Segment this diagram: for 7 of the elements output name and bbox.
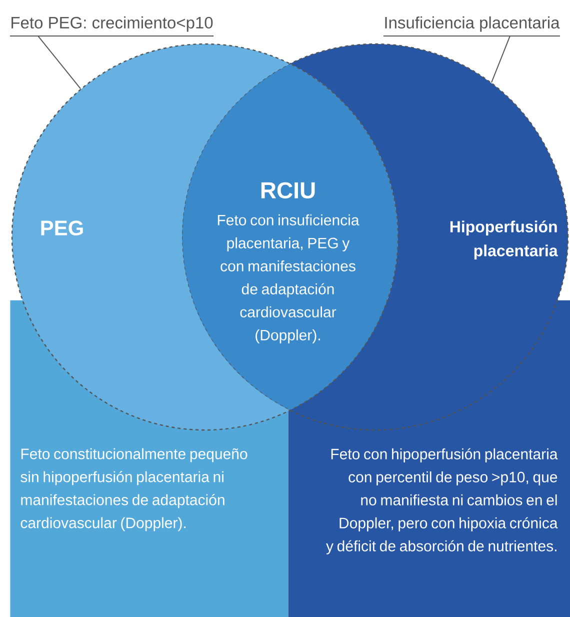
- callout-label: Insuficiencia placentaria: [383, 16, 560, 36]
- leader-line: [38, 36, 82, 90]
- leader-line: [491, 36, 510, 83]
- callout-label: Feto PEG: crecimiento<p10: [10, 16, 214, 36]
- overlap-region: [182, 64, 398, 410]
- node-label: Feto con hipoperfusión placentaria con percentil de peso >p10, que no manifiesta ni cambios en el Doppler, pero con hipoxia crónica y déficit de absorción de nutrientes.: [326, 448, 558, 554]
- node-label: Hipoperfusión placentaria: [450, 220, 558, 260]
